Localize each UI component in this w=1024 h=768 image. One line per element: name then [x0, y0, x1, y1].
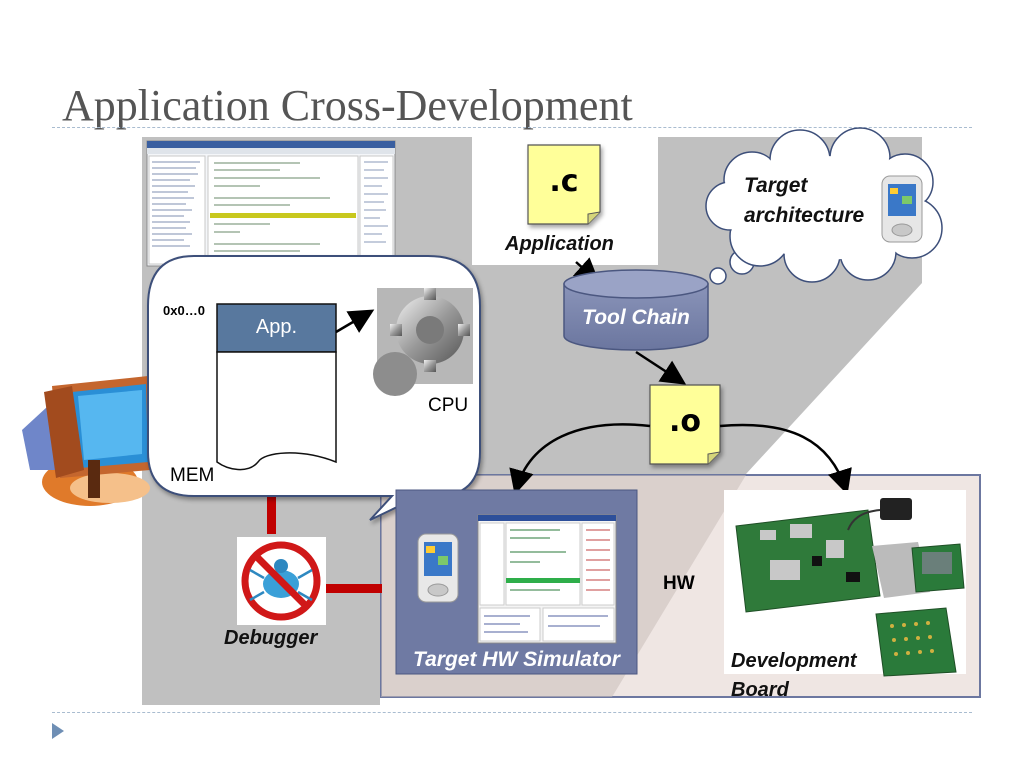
memory-doc-shape: [216, 351, 337, 471]
debugger-label: Debugger: [224, 627, 318, 649]
memory-address: 0x0…0: [163, 303, 205, 318]
c-file-note: [527, 144, 601, 225]
slide-bullet-icon: [52, 723, 64, 739]
debug-link-vertical: [267, 494, 276, 534]
mem-label: MEM: [170, 465, 215, 486]
simulator-label: Target HW Simulator: [413, 648, 620, 671]
cpu-gear-image: [373, 288, 473, 396]
toolchain-label: Tool Chain: [582, 306, 690, 329]
slide-title: Application Cross-Development: [62, 81, 633, 130]
development-board-image: [724, 490, 966, 677]
dev-board-line2: Board: [731, 679, 789, 701]
obj-file-extension: .o: [668, 404, 701, 439]
debugger-no-bug-icon: [237, 537, 326, 625]
ide-screenshot: [146, 140, 396, 267]
host-computer-icon: [22, 376, 150, 506]
thought-line1: Target: [744, 174, 808, 197]
thought-cloud: [694, 127, 943, 294]
arrow-obj-to-board: [719, 423, 852, 495]
simulator-screenshot: [477, 514, 617, 644]
toolchain-cylinder: [563, 269, 709, 351]
dev-board-line1: Development: [731, 650, 857, 672]
pda-icon-cloud: [881, 175, 923, 243]
arrow-obj-to-simulator: [509, 423, 651, 495]
application-label: Application: [505, 233, 614, 255]
arrow-toolchain-to-obj: [635, 350, 687, 385]
pda-icon-simulator: [417, 533, 459, 603]
thought-line2: architecture: [744, 204, 865, 227]
debug-link-horizontal: [326, 584, 382, 593]
cpu-label: CPU: [428, 395, 469, 416]
hw-label: HW: [663, 573, 695, 594]
app-memory-block: [216, 303, 337, 353]
title-divider: [52, 127, 972, 128]
arrow-app-to-cpu: [335, 309, 375, 334]
footer-divider: [52, 712, 972, 713]
c-file-extension: .c: [549, 164, 579, 199]
o-file-note: [649, 384, 721, 465]
app-block-label: App.: [255, 316, 298, 338]
